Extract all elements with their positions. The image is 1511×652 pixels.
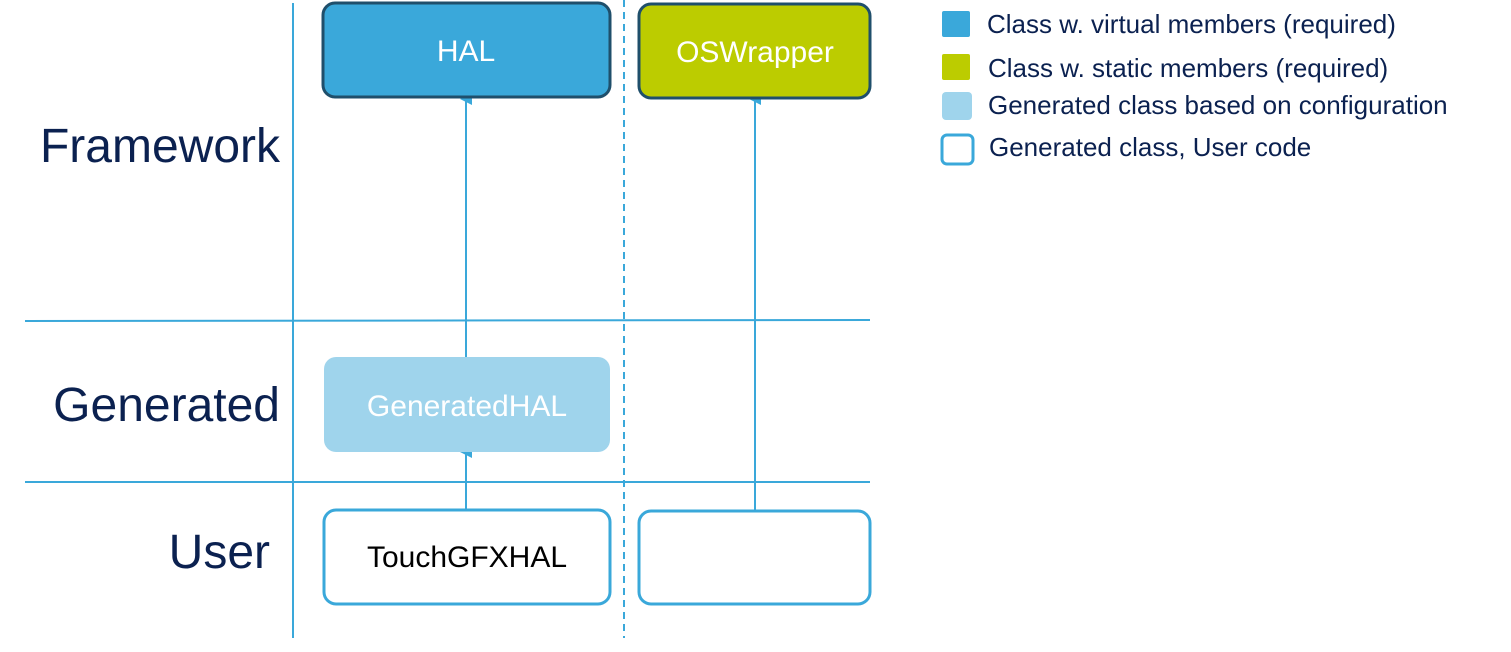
legend-swatch-generated xyxy=(942,92,972,120)
layer-label-user: User xyxy=(169,526,270,579)
legend-label-user-code: Generated class, User code xyxy=(989,132,1311,162)
oswrapper-label: OSWrapper xyxy=(676,36,834,69)
touchgfxhal-label: TouchGFXHAL xyxy=(367,541,567,574)
generatedhal-label: GeneratedHAL xyxy=(367,390,567,423)
legend-label-static: Class w. static members (required) xyxy=(988,53,1388,83)
touchgfxhal-box: TouchGFXHAL xyxy=(322,508,612,606)
user-os-box xyxy=(637,509,872,606)
hal-box: HAL xyxy=(321,1,612,99)
hal-label: HAL xyxy=(437,35,495,68)
generatedhal-box: GeneratedHAL xyxy=(324,357,610,452)
legend-label-generated: Generated class based on configuration xyxy=(988,90,1448,120)
legend-label-virtual: Class w. virtual members (required) xyxy=(987,9,1396,39)
legend-swatch-virtual xyxy=(942,11,970,37)
layer-label-generated: Generated xyxy=(53,379,280,432)
legend: Class w. virtual members (required) Clas… xyxy=(940,9,1448,166)
legend-swatch-static xyxy=(942,54,970,80)
layer-label-framework: Framework xyxy=(40,120,281,173)
oswrapper-box: OSWrapper xyxy=(637,2,872,100)
legend-swatch-user-code xyxy=(940,133,975,166)
horizontal-divider-top xyxy=(24,319,871,322)
